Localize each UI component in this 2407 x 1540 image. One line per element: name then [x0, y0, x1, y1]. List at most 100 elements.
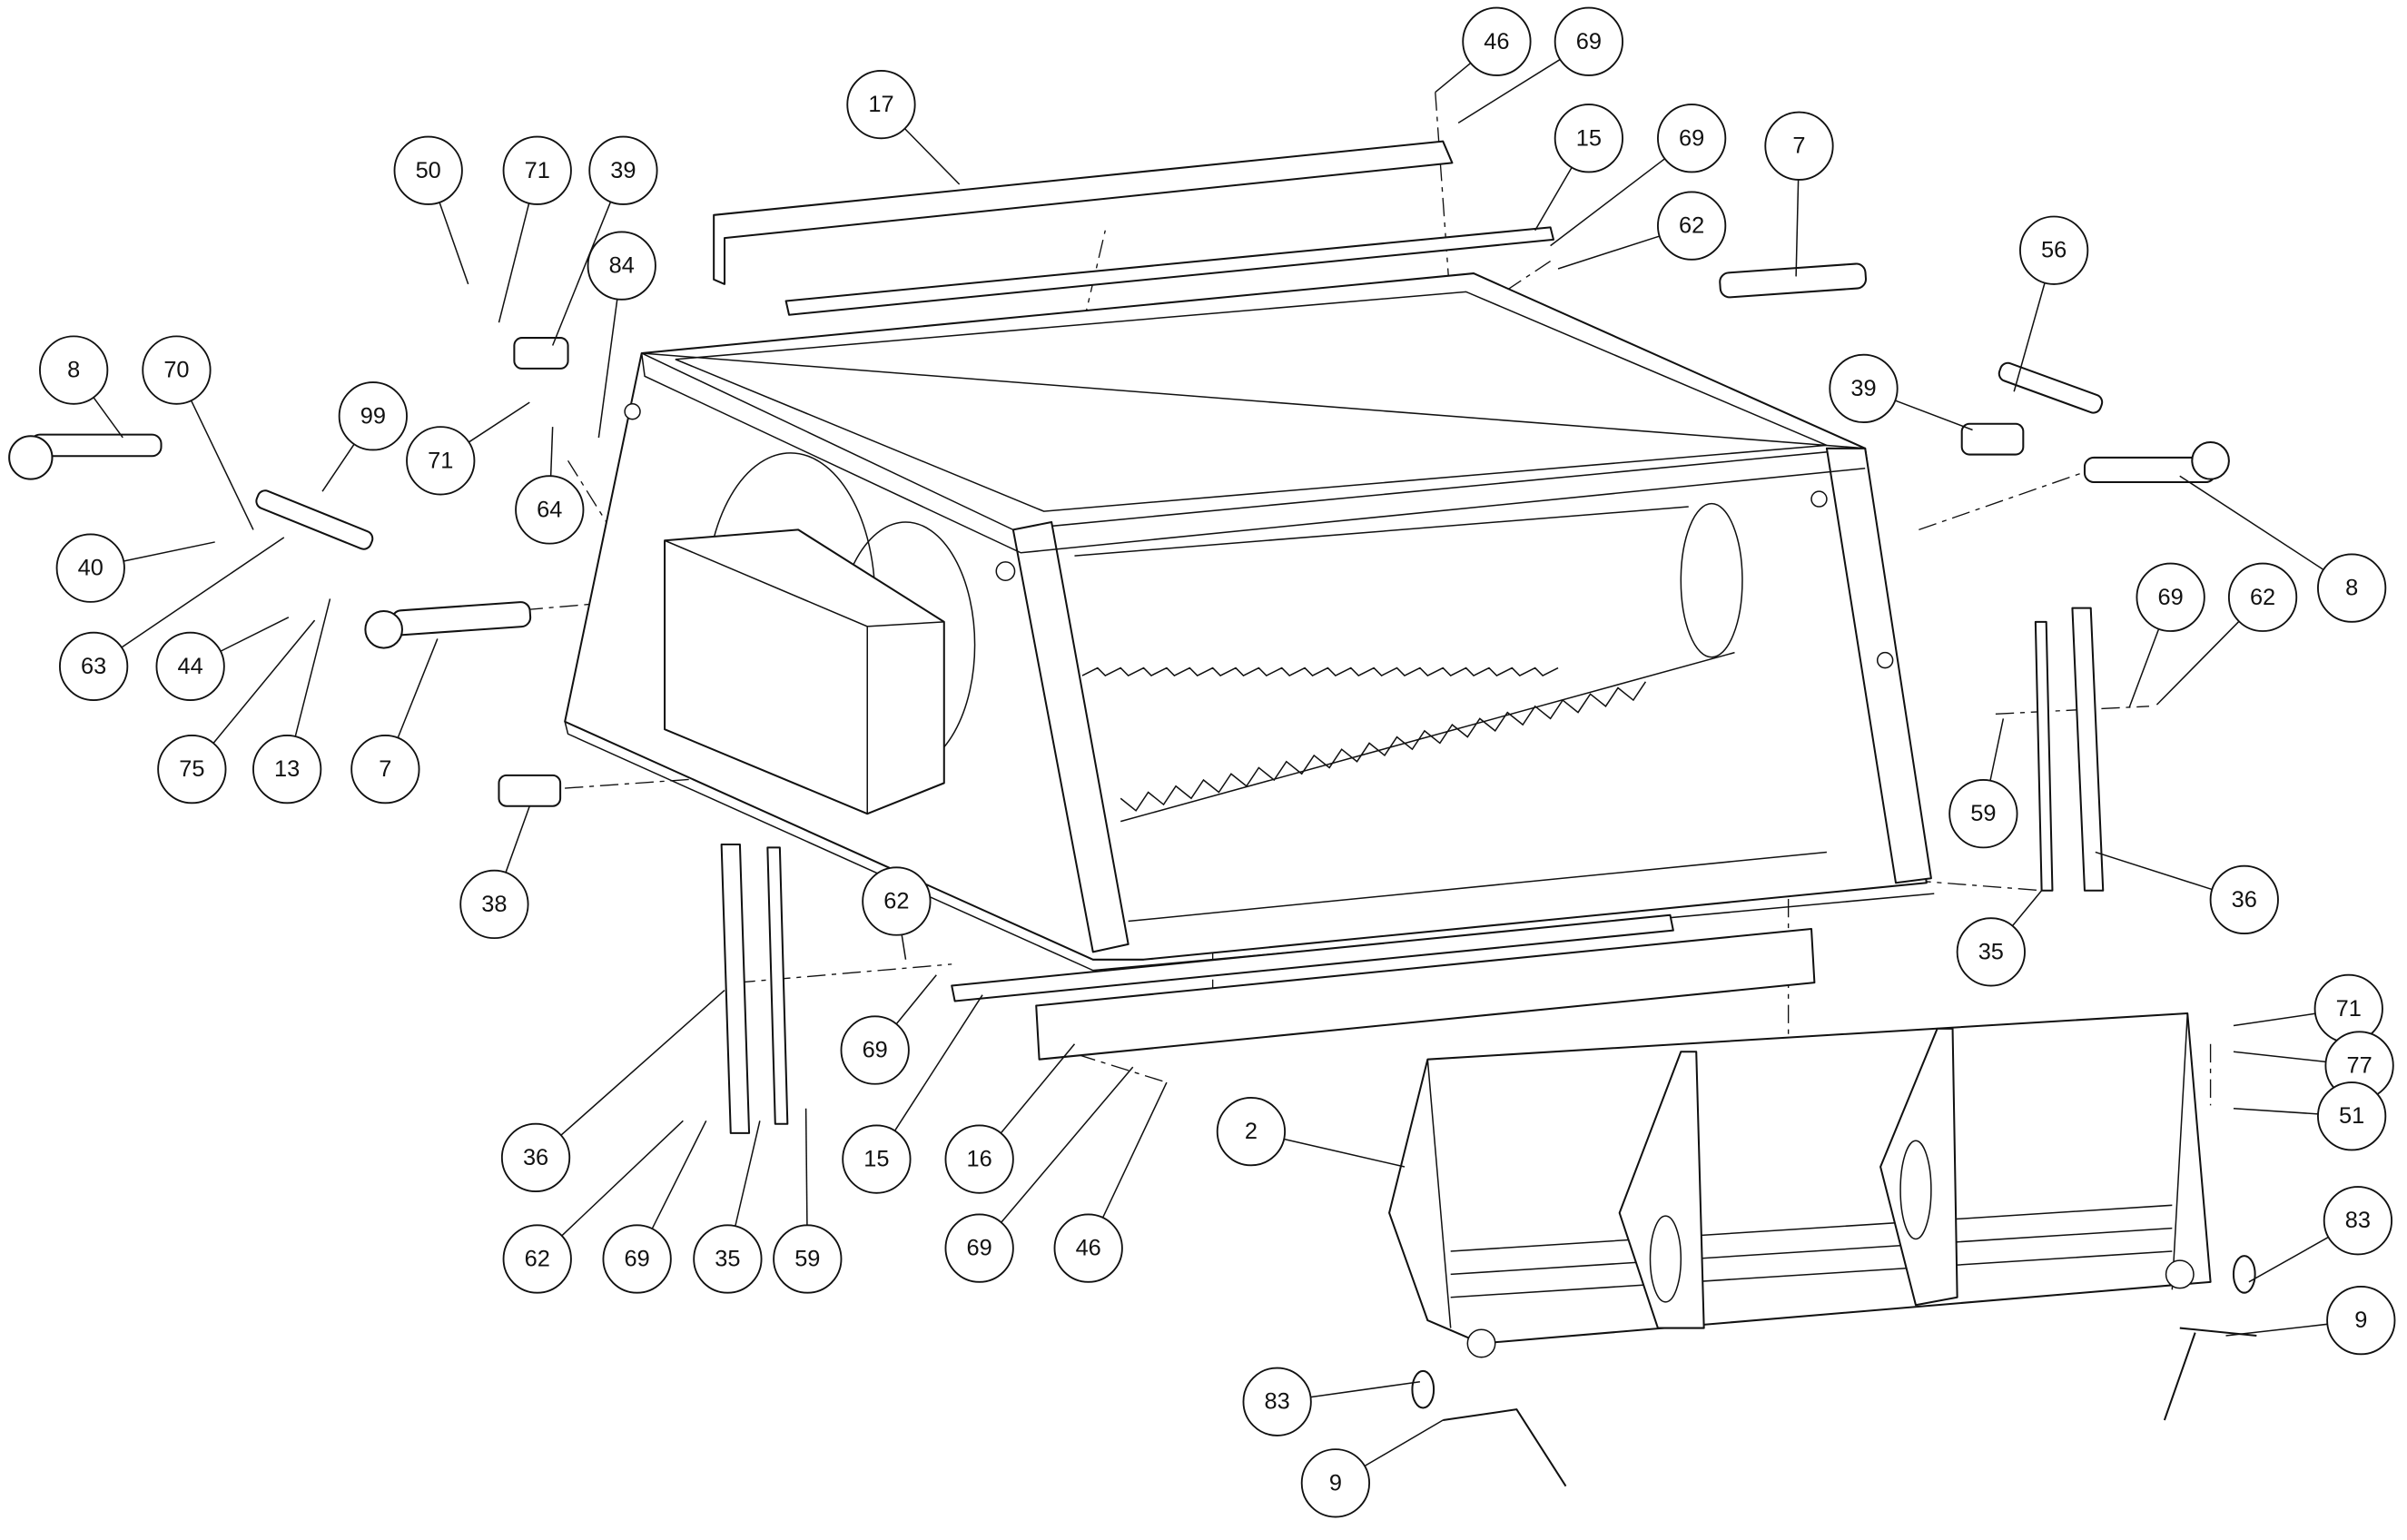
part-number: 59 [1970, 801, 1996, 826]
balloon-circle [840, 1015, 910, 1085]
leader-line [2155, 620, 2240, 706]
part-number: 63 [81, 654, 106, 679]
balloon-circle [1657, 104, 1727, 173]
part-number: 70 [163, 358, 189, 383]
leader-line [1795, 179, 1800, 277]
leader-line [903, 128, 961, 185]
part-number: 69 [625, 1246, 650, 1271]
callout-balloon: 62 [862, 866, 932, 936]
part-number: 35 [1978, 939, 2004, 964]
callout-balloon: 69 [1657, 104, 1727, 173]
side-plate-35-left [766, 846, 789, 1125]
leader-line [1550, 158, 1665, 247]
callout-balloon: 62 [2227, 562, 2298, 632]
part-number: 62 [1679, 213, 1704, 239]
leader-line [123, 541, 215, 562]
callout-balloon: 56 [2019, 215, 2089, 285]
callout-balloon: 17 [846, 69, 916, 140]
balloon-circle [502, 135, 572, 205]
callout-balloon: 71 [2313, 973, 2383, 1044]
part-number: 83 [2345, 1208, 2371, 1233]
part-number: 77 [2346, 1052, 2372, 1078]
balloon-circle [1242, 1367, 1312, 1436]
balloon-circle [944, 1213, 1014, 1283]
leader-line [2013, 282, 2046, 392]
part-number: 46 [1484, 29, 1509, 54]
callout-balloon: 7 [1764, 111, 1834, 181]
balloon-circle [1216, 1097, 1287, 1167]
part-number: 51 [2339, 1103, 2364, 1129]
leader-line [651, 1120, 707, 1229]
part-number: 56 [2041, 238, 2067, 263]
part-number: 75 [179, 756, 204, 782]
balloon-circle [1829, 353, 1899, 423]
leader-line [804, 1108, 808, 1226]
callout-balloon: 15 [842, 1124, 912, 1194]
part-number: 35 [715, 1246, 740, 1271]
callout-balloon: 36 [2209, 864, 2279, 934]
callout-balloon: 69 [840, 1015, 910, 1085]
balloon-circle [2323, 1186, 2393, 1256]
callout-balloon: 39 [1829, 353, 1899, 423]
leader-line [2225, 1323, 2328, 1337]
leader-line [1000, 1043, 1076, 1134]
balloon-circle [500, 1122, 571, 1193]
leader-line [212, 619, 316, 744]
bucket-2 [1388, 1012, 2212, 1358]
balloon-circle [459, 869, 529, 940]
callout-balloon: 44 [155, 631, 225, 702]
leader-line [2233, 1051, 2326, 1063]
callout-balloon: 39 [588, 135, 658, 205]
balloon-circle [1554, 104, 1623, 173]
callout-balloon: 35 [693, 1224, 763, 1294]
part-number: 9 [1329, 1470, 1342, 1496]
part-number: 69 [1576, 29, 1602, 54]
leader-line [2011, 890, 2043, 927]
side-plate-36-right [2071, 607, 2105, 892]
callout-balloon: 69 [602, 1224, 672, 1294]
callout-balloon: 71 [502, 135, 572, 205]
leader-line [294, 598, 331, 737]
balloon-circle [2317, 553, 2387, 623]
part-number: 39 [1850, 376, 1876, 401]
leader-line [2179, 475, 2324, 570]
callout-balloon: 8 [2317, 553, 2387, 623]
balloon-circle [350, 735, 420, 805]
leader-line [2095, 851, 2213, 891]
callout-balloon: 70 [142, 335, 212, 405]
callout-balloon: 15 [1554, 104, 1623, 173]
part-number: 17 [868, 92, 893, 117]
leader-line [1435, 62, 1472, 94]
callout-balloon: 99 [338, 381, 408, 451]
part-number: 71 [428, 448, 453, 473]
balloon-circle [2019, 215, 2089, 285]
part-number: 36 [523, 1145, 548, 1170]
parts-geometry [8, 92, 2257, 1487]
balloon-circle [1300, 1448, 1371, 1518]
part-number: 15 [1576, 125, 1602, 151]
leader-line [560, 990, 725, 1136]
part-number: 9 [2354, 1308, 2367, 1333]
balloon-circle [1554, 6, 1623, 76]
leader-line [2128, 628, 2160, 708]
part-number: 62 [525, 1246, 550, 1271]
balloon-circle [1462, 6, 1532, 76]
callout-balloon: 69 [944, 1213, 1014, 1283]
top-bar-17 [713, 140, 1454, 285]
part-number: 7 [379, 756, 391, 782]
leader-line [190, 400, 254, 530]
leader-line [397, 638, 439, 738]
pins [8, 262, 2257, 1487]
balloon-circle [587, 231, 656, 301]
balloon-circle [2136, 562, 2205, 632]
leader-line [1534, 167, 1573, 232]
callout-balloon: 64 [515, 475, 585, 545]
callout-balloon: 51 [2317, 1081, 2387, 1151]
leader-line [549, 427, 554, 477]
leader-line [93, 397, 123, 439]
balloon-circle [2227, 562, 2298, 632]
balloon-circle [515, 475, 585, 545]
leader-line [1894, 400, 1973, 431]
leader-line [893, 994, 983, 1131]
